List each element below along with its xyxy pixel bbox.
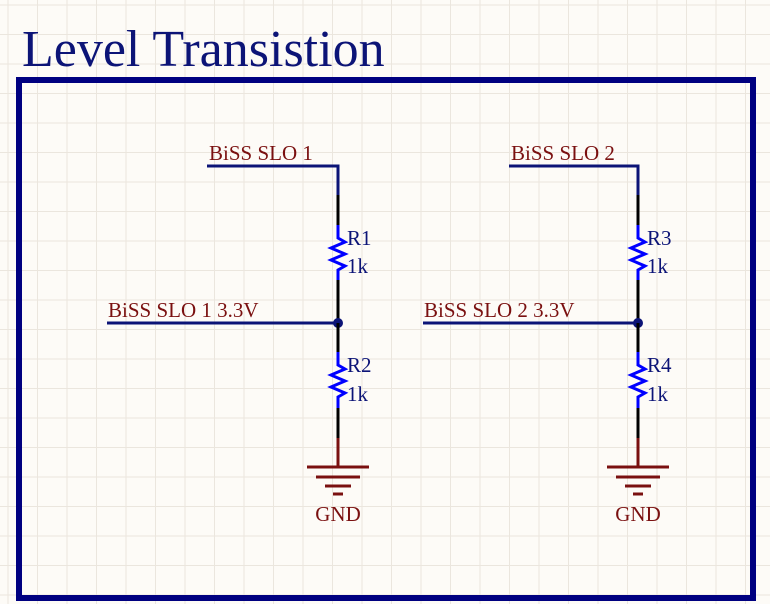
resistor-r2[interactable] [327, 352, 349, 408]
resistor-r1[interactable] [327, 225, 349, 280]
input-net-label: BiSS SLO 2 [511, 141, 615, 165]
resistor-ref: R2 [347, 353, 372, 377]
output-net-label: BiSS SLO 2 3.3V [424, 298, 575, 322]
input-net-label: BiSS SLO 1 [209, 141, 313, 165]
divider-circuit-1: BiSS SLO 1 R1 1k BiSS SLO 1 3.3V R2 1k G… [107, 141, 372, 526]
divider-circuit-2: BiSS SLO 2 R3 1k BiSS SLO 2 3.3V R4 1k G… [423, 141, 672, 526]
resistor-r4[interactable] [627, 352, 649, 408]
sheet-frame [16, 77, 756, 601]
output-net-label: BiSS SLO 1 3.3V [108, 298, 259, 322]
resistor-value: 1k [347, 254, 369, 278]
ground-label: GND [315, 502, 361, 526]
ground-symbol[interactable] [607, 438, 669, 496]
input-wire[interactable] [207, 164, 340, 195]
ground-symbol[interactable] [307, 438, 369, 496]
resistor-value: 1k [347, 382, 369, 406]
ground-label: GND [615, 502, 661, 526]
sheet-title: Level Transistion [22, 21, 385, 78]
resistor-ref: R3 [647, 226, 672, 250]
resistor-ref: R1 [347, 226, 372, 250]
resistor-value: 1k [647, 254, 669, 278]
resistor-r3[interactable] [627, 225, 649, 280]
input-wire[interactable] [509, 164, 640, 195]
resistor-ref: R4 [647, 353, 672, 377]
resistor-value: 1k [647, 382, 669, 406]
